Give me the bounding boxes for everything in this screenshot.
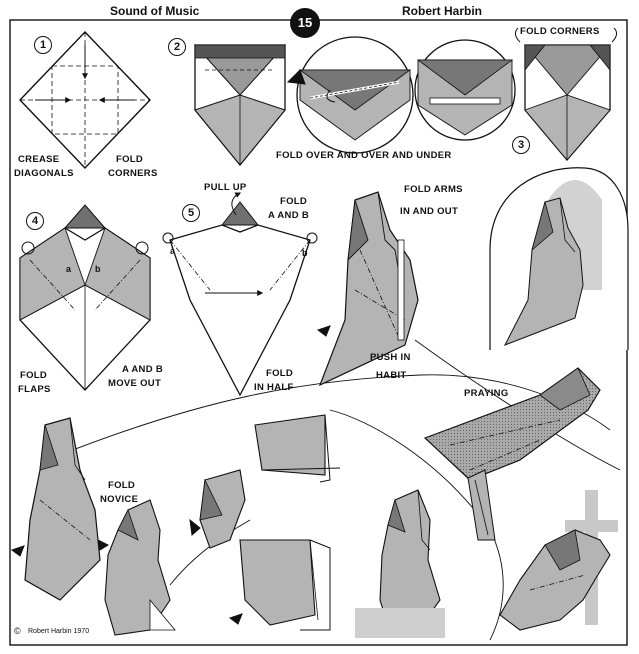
arm-fold-detail-1 <box>254 414 341 483</box>
step1-label-diagonals: DIAGONALS <box>14 168 74 179</box>
step-number-3: 3 <box>512 136 530 154</box>
step4-label-flaps: FLAPS <box>18 384 51 395</box>
nun-fold-arms-diagram <box>316 191 419 387</box>
habit-label-1: PUSH IN <box>370 352 411 363</box>
novice-label-1: FOLD <box>108 480 136 491</box>
step5-label-pull-up: PULL UP <box>204 182 247 193</box>
step1-label-fold: FOLD <box>116 154 144 165</box>
standing-nun-left <box>10 417 101 601</box>
window-nun-scene <box>489 167 629 350</box>
step5-letter-b: b <box>302 248 308 258</box>
arm-fold-detail-2 <box>189 469 246 549</box>
step5-label-fold: FOLD <box>280 196 308 207</box>
step3-diagram <box>514 27 618 162</box>
step1-label-crease: CREASE <box>18 154 60 165</box>
step1-label-corners: CORNERS <box>108 168 158 179</box>
step4-letter-a: a <box>66 264 72 274</box>
step4-diagram <box>19 204 151 391</box>
step-number-4: 4 <box>26 212 44 230</box>
step-number-2: 2 <box>168 38 186 56</box>
step2-detail-circle-1 <box>286 36 414 154</box>
step-number-1: 1 <box>34 36 52 54</box>
novice-nun <box>97 499 176 636</box>
step5-diagram <box>162 192 318 397</box>
step4-label-a-and-b: A AND B <box>122 364 163 375</box>
step2-label: FOLD OVER AND OVER AND UNDER <box>276 150 452 161</box>
step-number-5: 5 <box>182 204 200 222</box>
footer-credit: Robert Harbin 1970 <box>28 628 90 635</box>
step5-label-a-and-b: A AND B <box>268 210 309 221</box>
page-number-badge: 15 <box>290 8 320 38</box>
step1-diagram <box>19 30 151 170</box>
step5-label-fold-in-half-1: FOLD <box>266 368 294 379</box>
arm-fold-detail-3 <box>228 539 331 631</box>
step5-label-fold-in-half-2: IN HALF <box>254 382 294 393</box>
step4-label-move-out: MOVE OUT <box>108 378 162 389</box>
standing-nun-center <box>355 489 445 638</box>
step4-letter-b: b <box>95 264 101 274</box>
step2-diagram <box>193 44 287 167</box>
praying-nun-diagram <box>423 367 601 541</box>
author-name: Robert Harbin <box>402 4 483 18</box>
step2-detail-circle-2 <box>414 39 516 141</box>
arms-label-1: FOLD ARMS <box>404 184 463 195</box>
step4-label-fold: FOLD <box>20 370 48 381</box>
arms-label-2: IN AND OUT <box>400 206 459 217</box>
kneeling-nun-scene <box>499 490 618 631</box>
page-title: Sound of Music <box>110 4 200 18</box>
novice-label-2: NOVICE <box>100 494 139 505</box>
praying-label: PRAYING <box>464 388 509 399</box>
habit-label-2: HABIT <box>376 370 407 381</box>
step3-label: FOLD CORNERS <box>520 26 600 37</box>
step5-letter-a: a <box>170 246 176 256</box>
copyright-symbol: © <box>14 626 21 636</box>
